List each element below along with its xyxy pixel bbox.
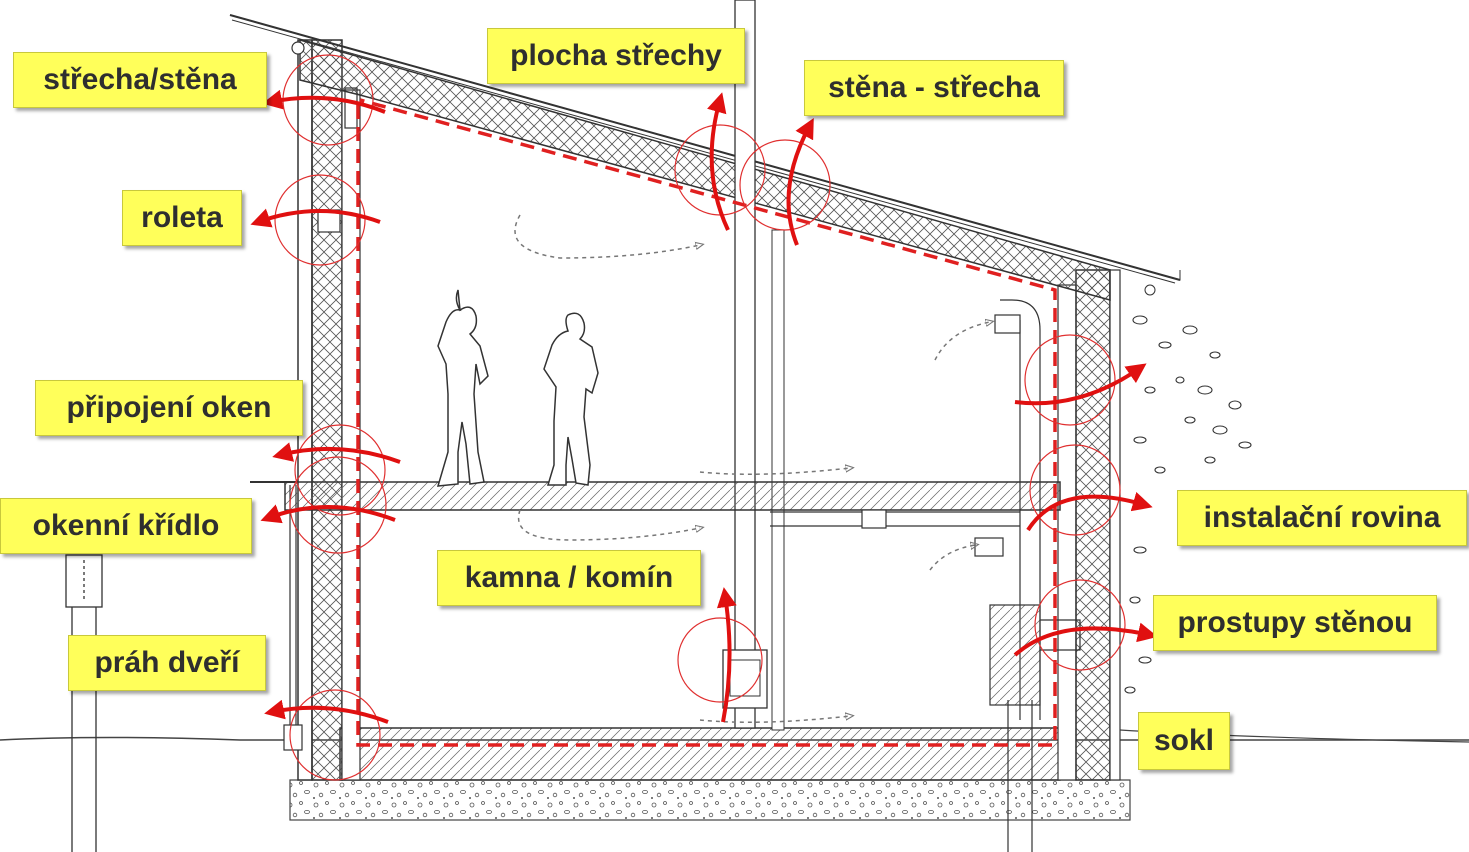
airflow-arrow-icon	[514, 214, 990, 723]
gravel-bed	[289, 779, 1131, 821]
label-strecha-stena: střecha/stěna	[13, 52, 267, 108]
outdoor-post	[65, 554, 103, 852]
ground-slab	[339, 727, 1061, 781]
left-wall-insulation	[311, 39, 343, 781]
leak-arrow-icon	[250, 89, 1158, 724]
label-kamna-komin: kamna / komín	[437, 550, 701, 606]
label-roleta: roleta	[122, 190, 242, 246]
label-instalacni-rovina: instalační rovina	[1177, 490, 1467, 546]
roof	[229, 14, 1181, 301]
label-okenni-kridlo: okenní křídlo	[0, 498, 252, 554]
right-wall-insulation	[1075, 269, 1111, 781]
person-figure-icon	[436, 289, 489, 487]
right-wall-outer	[1109, 269, 1121, 781]
window-column	[283, 87, 358, 751]
person-figure-icon	[543, 312, 599, 486]
label-pripojeni-oken: připojení oken	[35, 380, 303, 436]
label-prah-dveri: práh dveří	[68, 635, 266, 691]
shrubs	[1124, 315, 1252, 694]
airtight-layer	[356, 98, 1057, 747]
label-plocha-strechy: plocha střechy	[487, 28, 745, 84]
chimney	[722, 0, 768, 729]
label-stena-strecha: stěna - střecha	[804, 60, 1064, 116]
label-prostupy-stenou: prostupy stěnou	[1153, 595, 1437, 651]
first-floor-slab	[284, 481, 1061, 511]
vent-pipe	[771, 229, 785, 731]
detail-circle-icon	[274, 54, 1126, 781]
label-sokl: sokl	[1138, 712, 1230, 770]
